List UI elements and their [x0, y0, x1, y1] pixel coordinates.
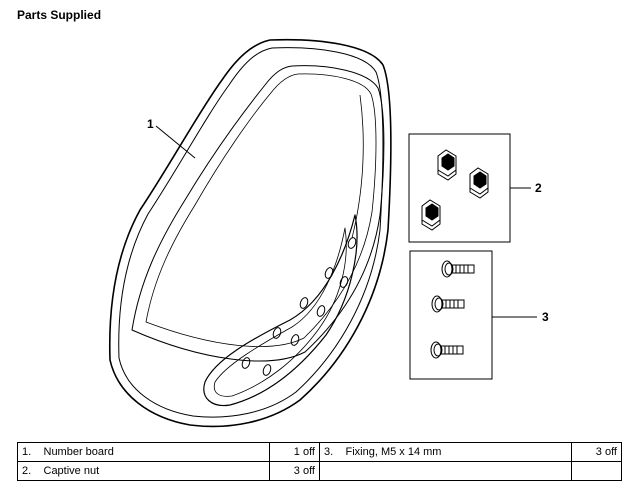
table-row: 1. Number board 1 off 3. Fixing, M5 x 14… [17, 442, 622, 462]
part-description: Captive nut [39, 461, 270, 481]
fixing-box [409, 250, 493, 380]
callout-1-leader [155, 125, 196, 159]
part-description [341, 461, 572, 481]
part-quantity: 1 off [269, 442, 320, 462]
part-number [319, 461, 342, 481]
part-number: 1. [17, 442, 40, 462]
callout-3: 3 [542, 310, 549, 324]
board-holes [241, 237, 357, 376]
part-quantity: 3 off [571, 442, 622, 462]
parts-illustration: 1 2 [108, 38, 549, 428]
number-board-drawing [108, 38, 392, 428]
part-number: 3. [319, 442, 342, 462]
part-number: 2. [17, 461, 40, 481]
parts-table: 1. Number board 1 off 3. Fixing, M5 x 14… [17, 442, 622, 481]
part-quantity: 3 off [269, 461, 320, 481]
section-title: Parts Supplied [17, 8, 102, 22]
part-description: Number board [39, 442, 270, 462]
table-row: 2. Captive nut 3 off [17, 461, 622, 481]
captive-nut-drawings [421, 149, 489, 231]
part-description: Fixing, M5 x 14 mm [341, 442, 572, 462]
fixing-drawings [430, 260, 475, 359]
callout-2: 2 [535, 181, 542, 195]
callout-1: 1 [147, 117, 154, 131]
part-quantity [571, 461, 622, 481]
